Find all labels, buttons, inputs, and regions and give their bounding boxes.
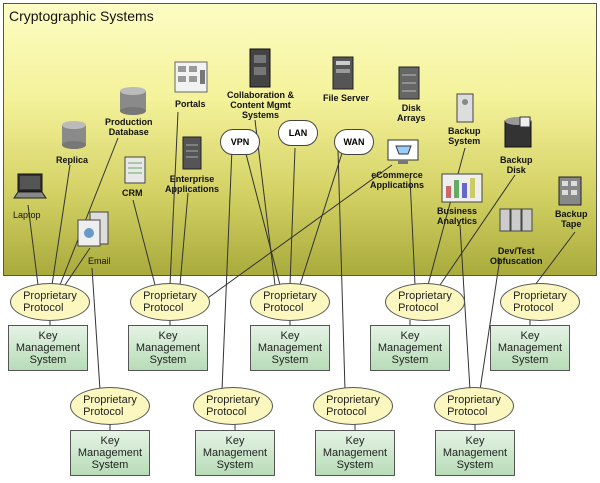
server-icon <box>182 136 202 170</box>
key-management-system-node: Key Management System <box>128 325 208 371</box>
key-management-system-node: Key Management System <box>435 430 515 476</box>
connector-line <box>439 174 516 286</box>
business-analytics-label: Business Analytics <box>437 206 478 226</box>
email-label: Email <box>88 256 111 266</box>
key-management-system-node: Key Management System <box>315 430 395 476</box>
key-management-system-node: Key Management System <box>70 430 150 476</box>
connector-line <box>91 267 101 391</box>
connector-line <box>59 137 119 286</box>
portals-label: Portals <box>175 99 206 109</box>
connector-line <box>479 257 501 391</box>
connector-line <box>27 204 39 286</box>
backup-system-icon <box>456 93 474 123</box>
backup-tape-icon <box>558 176 582 206</box>
connector-line <box>534 231 576 286</box>
connector-line <box>179 192 189 286</box>
key-management-system-node: Key Management System <box>8 325 88 371</box>
proprietary-protocol-node: Proprietary Protocol <box>193 387 273 425</box>
key-management-system-node: Key Management System <box>370 325 450 371</box>
connector-line <box>132 199 156 286</box>
ecommerce-label: eCommerce Applications <box>370 170 425 190</box>
disk-arrays-label: Disk Arrays <box>397 103 426 123</box>
connector-line <box>244 149 281 286</box>
proprietary-protocol-node: Proprietary Protocol <box>70 387 150 425</box>
file-server-icon <box>332 56 354 90</box>
file-server-label: File Server <box>323 93 370 103</box>
diagram-title: Cryptographic Systems <box>9 8 154 24</box>
backup-disk-icon <box>504 116 532 148</box>
connector-line <box>169 111 179 286</box>
connector-line <box>51 164 71 286</box>
connector-line <box>64 247 91 286</box>
laptop-label: Laptop <box>13 210 41 220</box>
proprietary-protocol-node: Proprietary Protocol <box>10 283 90 321</box>
enterprise-applications-label: Enterprise Applications <box>165 174 220 194</box>
key-management-system-node: Key Management System <box>250 325 330 371</box>
crm-label: CRM <box>122 188 143 198</box>
connector-line <box>337 149 346 391</box>
proprietary-protocol-node: Proprietary Protocol <box>385 283 465 321</box>
connector-line <box>459 224 471 391</box>
connector-line <box>204 164 393 301</box>
connector-line <box>427 147 466 286</box>
database-icon <box>62 121 86 149</box>
dev-test-label: Dev/Test Obfuscation <box>490 246 543 266</box>
replica-label: Replica <box>56 155 89 165</box>
backup-system-label: Backup System <box>448 126 481 146</box>
dev-test-icon <box>499 208 533 232</box>
portals-icon <box>174 61 208 93</box>
database-icon <box>120 87 146 115</box>
disk-array-icon <box>398 66 420 100</box>
ecommerce-icon <box>387 139 419 164</box>
collaboration-label: Collaboration & Content Mgmt Systems <box>227 90 294 120</box>
vpn-cloud-icon: VPN <box>220 129 260 155</box>
connector-line <box>221 147 233 391</box>
laptop-icon <box>13 173 47 199</box>
key-management-system-node: Key Management System <box>195 430 275 476</box>
lan-cloud-icon: LAN <box>278 120 318 146</box>
proprietary-protocol-node: Proprietary Protocol <box>434 387 514 425</box>
crm-icon <box>124 156 146 184</box>
connector-line <box>289 147 296 286</box>
backup-tape-label: Backup Tape <box>555 209 588 229</box>
proprietary-protocol-node: Proprietary Protocol <box>313 387 393 425</box>
backup-disk-label: Backup Disk <box>500 155 533 175</box>
proprietary-protocol-node: Proprietary Protocol <box>250 283 330 321</box>
key-management-system-node: Key Management System <box>490 325 570 371</box>
email-server-icon <box>77 211 109 247</box>
server-tower-icon <box>249 48 271 88</box>
business-analytics-icon <box>441 173 483 203</box>
proprietary-protocol-node: Proprietary Protocol <box>500 283 580 321</box>
connector-line <box>299 149 344 286</box>
wan-cloud-icon: WAN <box>334 129 374 155</box>
production-database-label: Production Database <box>105 117 153 137</box>
proprietary-protocol-node: Proprietary Protocol <box>130 283 210 321</box>
connector-line <box>409 177 416 286</box>
